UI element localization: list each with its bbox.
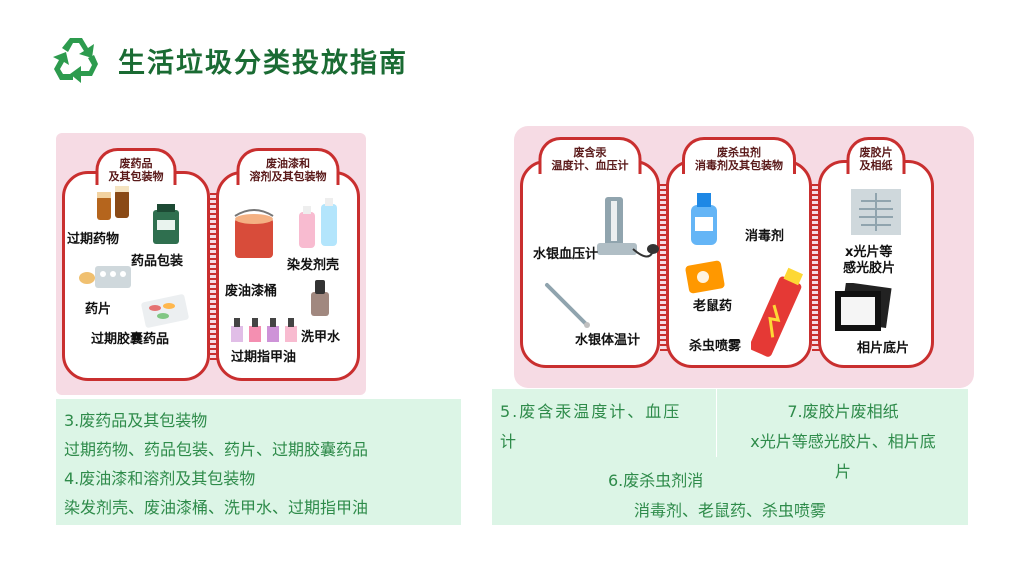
item-label: 水银血压计 [533, 247, 599, 262]
divider [716, 389, 717, 457]
item-label: 药品包装 [131, 254, 184, 269]
disinfectant-bottle-icon [691, 193, 717, 245]
hazardous-illustration-right: 废含汞 温度计、血压计 水银血压计 水银体温计 废杀虫剂 消毒剂及其包装物 消毒… [514, 126, 974, 388]
film-panel: 废胶片 及相纸 x光片等 感光胶片 相片底片 [818, 137, 934, 368]
item-label: 染发剂壳 [287, 258, 340, 273]
category-7-items: x光片等感光胶片、相片底 [750, 432, 936, 451]
xray-film-icon [851, 189, 901, 235]
item-label: 过期胶囊药品 [91, 332, 170, 347]
item-label: 洗甲水 [301, 330, 341, 345]
panel-header: 废胶片 及相纸 [846, 137, 906, 174]
spray-bottles-icon [299, 198, 337, 248]
item-label: 水银体温计 [575, 333, 641, 348]
pesticide-panel: 废杀虫剂 消毒剂及其包装物 消毒剂 老鼠药 杀虫喷雾 [666, 137, 812, 368]
mercury-panel: 废含汞 温度计、血压计 水银血压计 水银体温计 [520, 137, 660, 368]
item-label: 废油漆桶 [225, 284, 278, 299]
category-3-items: 过期药物、药品包装、药片、过期胶囊药品 [64, 440, 369, 459]
page-header: 生活垃圾分类投放指南 [48, 32, 408, 88]
photo-negative-icon [835, 283, 892, 331]
paint-solvent-panel: 废油漆和 溶剂及其包装物 染发剂壳 废油漆桶 洗甲水 过期指甲油 [216, 148, 360, 381]
item-label: 过期指甲油 [231, 350, 297, 365]
item-label: 消毒剂 [745, 229, 785, 244]
category-4-items: 染发剂壳、废油漆桶、洗甲水、过期指甲油 [64, 498, 369, 517]
category-4-title: 4.废油漆和溶剂及其包装物 [64, 469, 256, 488]
nail-polish-bottles-icon [231, 318, 297, 342]
category-5-title-cont: 计 [500, 432, 519, 451]
category-7-block: 7.废胶片废相纸 x光片等感光胶片、相片底 片 [718, 397, 968, 487]
medicine-package-icon [153, 204, 179, 244]
item-label: 杀虫喷雾 [689, 339, 742, 354]
category-5-block: 5.废含汞温度计、血压 计 [500, 397, 712, 457]
info-box-right: 5.废含汞温度计、血压 计 7.废胶片废相纸 x光片等感光胶片、相片底 片 6.… [492, 389, 968, 525]
info-box-left: 3.废药品及其包装物 过期药物、药品包装、药片、过期胶囊药品 4.废油漆和溶剂及… [56, 399, 461, 525]
item-label: 感光胶片 [843, 261, 896, 276]
category-7-title: 7.废胶片废相纸 [787, 402, 899, 421]
thermometer-icon [545, 283, 590, 328]
panel-header: 废杀虫剂 消毒剂及其包装物 [682, 137, 796, 174]
medicine-panel: 废药品 及其包装物 过期药物 药品包装 药片 过期胶囊药品 [62, 148, 210, 381]
page-title: 生活垃圾分类投放指南 [118, 47, 408, 79]
panel-header: 废药品 及其包装物 [95, 148, 177, 185]
panel-header: 废油漆和 溶剂及其包装物 [236, 148, 340, 185]
category-5-title: 5.废含汞温度计、血压 [500, 402, 682, 421]
panel-header: 废含汞 温度计、血压计 [538, 137, 642, 174]
pills-icon [79, 266, 131, 288]
recycle-icon [53, 38, 98, 83]
paint-bucket-icon [234, 209, 274, 258]
hazardous-illustration-left: 废药品 及其包装物 过期药物 药品包装 药片 过期胶囊药品 废油漆和 溶剂及其包… [56, 133, 366, 395]
category-6-items: 消毒剂、老鼠药、杀虫喷雾 [633, 501, 826, 520]
item-label: x光片等 [845, 245, 893, 260]
capsules-icon [141, 294, 189, 328]
item-label: 相片底片 [857, 341, 910, 356]
insect-spray-icon [751, 267, 803, 357]
nail-polish-remover-icon [311, 280, 329, 316]
category-3-title: 3.废药品及其包装物 [64, 411, 208, 430]
medicine-bottles-icon [97, 186, 129, 220]
item-label: 老鼠药 [693, 299, 733, 314]
item-label: 过期药物 [67, 232, 120, 247]
item-label: 药片 [85, 302, 112, 317]
rat-poison-icon [685, 260, 725, 294]
blood-pressure-meter-icon [597, 197, 659, 258]
category-7-items-cont: 片 [834, 462, 851, 481]
category-6-title: 6.废杀虫剂消 [608, 471, 704, 490]
